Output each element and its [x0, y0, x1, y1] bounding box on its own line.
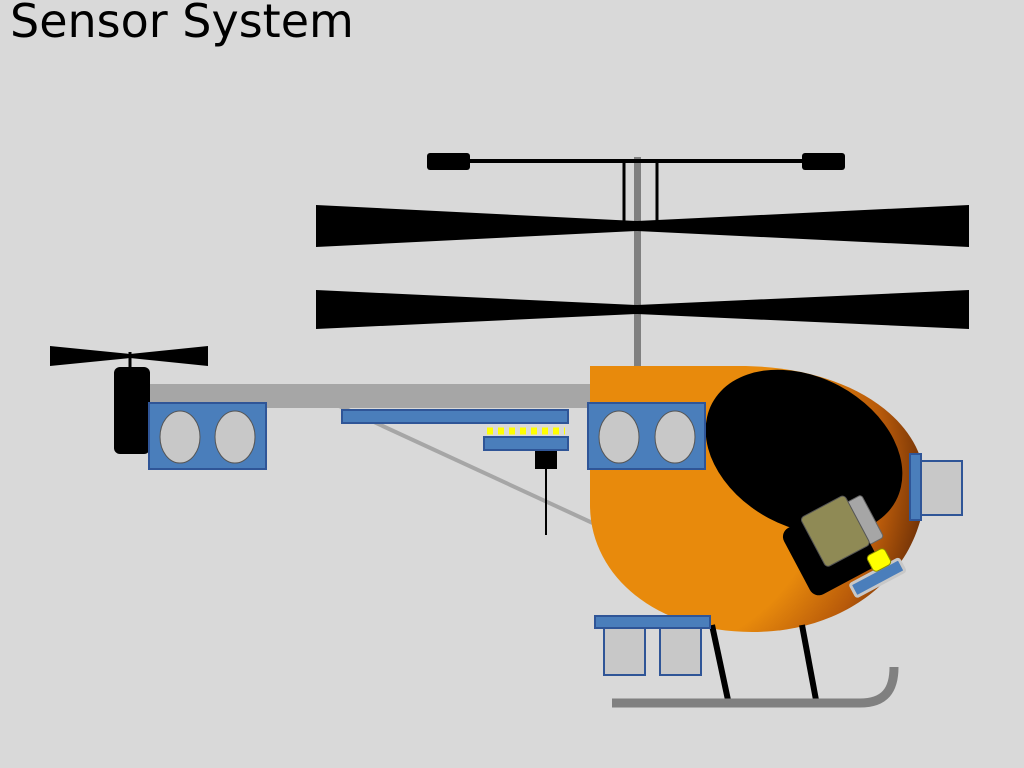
rotor-mast: [634, 157, 641, 372]
boom-sensor-board: [341, 409, 569, 535]
sensor-transducer: [654, 410, 696, 464]
sensor-transducer: [214, 410, 256, 464]
camera-module: [782, 495, 906, 598]
status-led: [866, 548, 892, 572]
flybar: [427, 153, 845, 222]
sensor-transducer: [159, 410, 201, 464]
sensor-transducer: [598, 410, 640, 464]
front-sensor: [909, 453, 963, 521]
landing-strut-front: [799, 624, 819, 701]
lower-rotor-blade: [316, 290, 969, 329]
landing-strut-rear: [709, 624, 731, 701]
canopy-window: [705, 369, 903, 535]
ultrasonic-sensor-body: [587, 402, 706, 470]
sensor-chip: [535, 451, 557, 469]
tail-motor: [114, 367, 150, 454]
bottom-sensor: [594, 615, 711, 676]
ultrasonic-sensor-tail: [148, 402, 267, 470]
landing-skid: [612, 666, 899, 708]
upper-rotor-blade: [316, 205, 969, 247]
boom-strut: [334, 402, 598, 527]
slide-title: Sensor System: [10, 0, 354, 48]
